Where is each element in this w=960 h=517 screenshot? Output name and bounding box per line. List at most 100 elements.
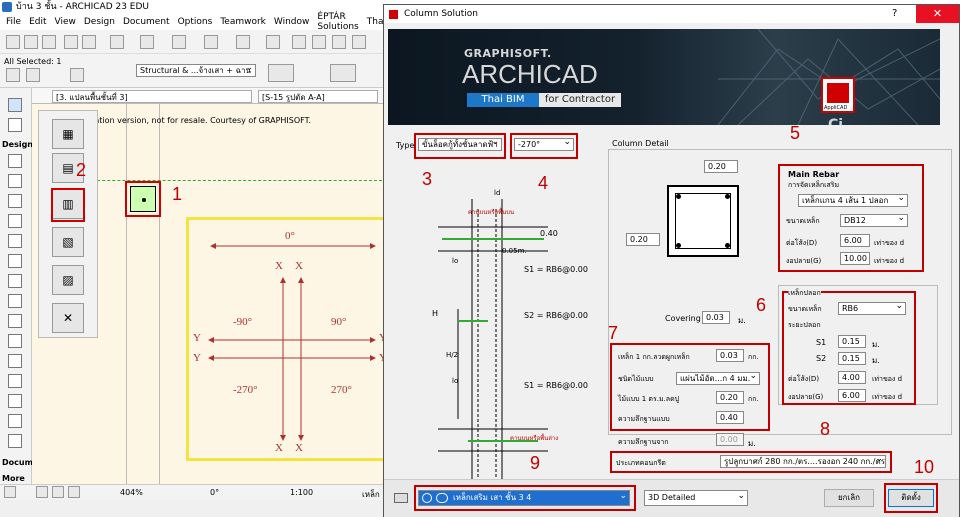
beam-solution-icon[interactable]: ▤ xyxy=(52,153,84,183)
marquee-tool-icon[interactable] xyxy=(8,118,22,132)
layers-icon[interactable] xyxy=(236,35,250,49)
width-dim[interactable]: 0.20 xyxy=(704,160,738,173)
annotation-9: 9 xyxy=(530,453,541,473)
curtain-wall-tool-icon[interactable] xyxy=(8,414,22,428)
guide-icon[interactable] xyxy=(140,35,154,49)
help-button[interactable]: ? xyxy=(892,8,898,19)
detail-icon[interactable] xyxy=(352,35,366,49)
menu-design[interactable]: Design xyxy=(83,17,115,27)
beam-tool-icon[interactable] xyxy=(8,234,22,248)
close-icon[interactable]: ✕ xyxy=(52,303,84,333)
covering-input[interactable]: 0.03 xyxy=(702,311,730,324)
marquee-icon[interactable] xyxy=(26,68,40,82)
formwork-type-select[interactable]: แผ่นไม้อัด...ก 4 มม. xyxy=(676,372,760,385)
x-label-1: X xyxy=(275,260,283,272)
elevation-icon[interactable] xyxy=(332,35,346,49)
railing-tool-icon[interactable] xyxy=(8,314,22,328)
fit-window-icon[interactable] xyxy=(68,486,80,498)
slab-tool-icon[interactable] xyxy=(8,254,22,268)
stirrup-anchor-input[interactable]: 6.00 xyxy=(838,389,866,402)
column-solution-dialog: Column Solution ? ✕ GRAPHISOFT. ARCHICAD… xyxy=(383,4,960,517)
slab-solution-icon[interactable]: ▧ xyxy=(52,227,84,257)
zoom-level[interactable]: 404% xyxy=(120,488,143,497)
rotate-icon[interactable] xyxy=(70,68,84,82)
main-size-select[interactable]: DB12 xyxy=(840,214,908,227)
s2-input[interactable]: 0.15 xyxy=(838,352,866,365)
tab-floor-plan-3[interactable]: [3. แปลนพื้นชั้นที่ 3] xyxy=(52,90,252,103)
lo-label-1: lo xyxy=(452,257,459,265)
shell-tool-icon[interactable] xyxy=(8,334,22,348)
menu-edit[interactable]: Edit xyxy=(29,17,47,27)
zoom-out-icon[interactable] xyxy=(52,486,64,498)
pen-icon[interactable] xyxy=(268,64,294,82)
column-tool-icon[interactable] xyxy=(8,214,22,228)
install-button[interactable]: ติดตั้ง xyxy=(888,489,934,507)
morph-tool-icon[interactable] xyxy=(8,354,22,368)
menu-document[interactable]: Document xyxy=(122,17,170,27)
pick-up-icon[interactable] xyxy=(64,35,78,49)
archicad-logo: ARCHICAD xyxy=(462,59,598,89)
zoom-in-icon[interactable] xyxy=(36,486,48,498)
view-mode-select[interactable]: 3D Detailed xyxy=(644,490,748,506)
s1-input[interactable]: 0.15 xyxy=(838,335,866,348)
redo-icon[interactable] xyxy=(42,35,56,49)
lock-icon[interactable] xyxy=(266,35,280,49)
type-select[interactable]: ขั้นล็อคกู้ทั้งชั้นลาดฟ้า xyxy=(418,138,502,151)
menu-teamwork[interactable]: Teamwork xyxy=(220,17,266,27)
angle-select[interactable]: -270° xyxy=(514,138,574,151)
inject-icon[interactable] xyxy=(82,35,96,49)
door-tool-icon[interactable] xyxy=(8,174,22,188)
tab-section-a-a[interactable]: [S-15 รูปตัด A-A] xyxy=(258,90,378,103)
gravity-icon[interactable] xyxy=(172,35,186,49)
menu-file[interactable]: File xyxy=(6,17,22,27)
menu-thaibim[interactable]: ThaiB xyxy=(366,17,393,27)
close-icon[interactable]: ✕ xyxy=(916,5,959,23)
cancel-button[interactable]: ยกเลิก xyxy=(824,489,874,507)
s2-label: S2 = RB6@0.00 xyxy=(524,311,588,320)
grid-icon[interactable] xyxy=(204,35,218,49)
menu-options[interactable]: Options xyxy=(177,17,213,27)
layer-combo[interactable]: Structural & ...จ้างเสา + ฉาน xyxy=(136,64,256,77)
object-tool-icon[interactable] xyxy=(8,374,22,388)
formwork-qty-input[interactable]: 0.20 xyxy=(716,391,744,404)
highlight-ok xyxy=(884,483,938,513)
menu-view[interactable]: View xyxy=(54,17,76,27)
highlight-layer xyxy=(414,485,636,511)
selection-icon[interactable] xyxy=(6,68,20,82)
stirrup-size-select[interactable]: RB6 xyxy=(838,302,906,315)
x-label-2: X xyxy=(295,260,303,272)
3d-view-icon[interactable] xyxy=(292,35,306,49)
scale-value[interactable]: 1:100 xyxy=(290,488,314,497)
stirrup-lap-input[interactable]: 4.00 xyxy=(838,371,866,384)
menu-window[interactable]: Window xyxy=(273,17,310,27)
window-tool-icon[interactable] xyxy=(8,194,22,208)
wall-tool-icon[interactable] xyxy=(8,154,22,168)
roof-tool-icon[interactable] xyxy=(8,274,22,288)
mesh-tool-icon[interactable] xyxy=(8,434,22,448)
main-lap-input[interactable]: 6.00 xyxy=(840,234,870,247)
layer-select[interactable]: เหล็กเสริม เสา ชั้น 3 4 xyxy=(418,490,630,506)
open-icon[interactable] xyxy=(6,35,20,49)
orientation-angle[interactable]: 0° xyxy=(210,488,220,497)
snap-icon[interactable] xyxy=(110,35,124,49)
stair-tool-icon[interactable] xyxy=(8,294,22,308)
main-anchor-input[interactable]: 10.00 xyxy=(840,252,870,265)
main-rebar-title: Main Rebar xyxy=(788,170,840,179)
zone-tool-icon[interactable] xyxy=(8,394,22,408)
concrete-type-select[interactable]: รูปลูกบาศก์ 280 กก./ตร....รองอก 240 กก./… xyxy=(720,455,886,468)
wire-weight-input[interactable]: 0.03 xyxy=(716,349,744,362)
stair-solution-icon[interactable]: ▨ xyxy=(52,265,84,295)
undo-icon[interactable] xyxy=(24,35,38,49)
more-section-label[interactable]: More xyxy=(2,474,25,483)
depth-dim[interactable]: 0.20 xyxy=(626,233,660,246)
section-icon[interactable] xyxy=(312,35,326,49)
arrow-tool-icon[interactable] xyxy=(8,98,22,112)
menu-eptar[interactable]: ÉPTÁR Solutions xyxy=(317,12,359,32)
formwork-qty-label: ไม้แบบ 1 ตร.ม.ลดปู xyxy=(618,395,680,403)
rebar-pattern-select[interactable]: เหล็กแกน 4 เส้น 1 ปลอก xyxy=(798,194,908,207)
form-depth-input[interactable]: 0.40 xyxy=(716,411,744,424)
footing-tool-icon[interactable]: ▦ xyxy=(52,119,84,149)
structure-icon[interactable] xyxy=(330,64,356,82)
undo-view-icon[interactable] xyxy=(4,486,16,498)
h-label: H xyxy=(432,309,439,318)
